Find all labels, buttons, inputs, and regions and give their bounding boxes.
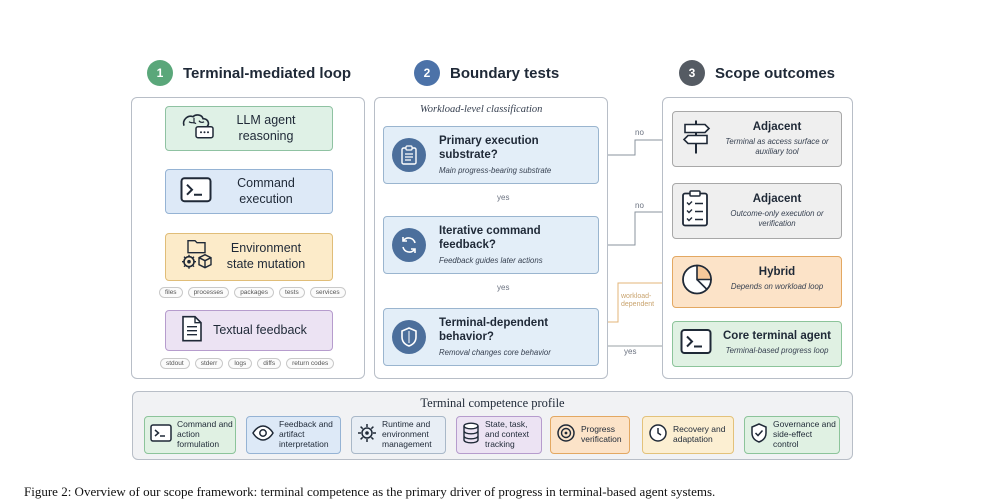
loop-step-label: LLM agent reasoning	[236, 112, 296, 143]
competence-label: Progress verification	[581, 424, 622, 444]
yes-label: yes	[497, 193, 510, 202]
tests-caption: Workload-level classification	[420, 104, 543, 115]
loop-step-reasoning: LLM agent reasoning	[165, 106, 333, 151]
competence-label: State, task, and context tracking	[485, 419, 529, 449]
clipboard-icon	[392, 138, 426, 172]
state-chip: packages	[234, 287, 275, 298]
no-label: no	[635, 201, 644, 210]
outcome-subtitle: Terminal-based progress loop	[725, 346, 829, 355]
outcome-title: Hybrid	[758, 266, 796, 278]
loop-step-label: Environment state mutation	[226, 241, 306, 271]
feedback-chip: stdout	[160, 358, 190, 369]
test-iterative-feedback: Iterative command feedback? Feedback gui…	[383, 216, 599, 274]
terminal-icon	[150, 423, 172, 447]
checklist-icon	[680, 190, 710, 233]
target-icon	[556, 423, 576, 448]
yes-label: yes	[497, 283, 510, 292]
loop-step-label: Command execution	[237, 175, 295, 206]
outcome-title: Adjacent	[752, 121, 802, 133]
test-terminal-dependent: Terminal-dependent behavior? Removal cha…	[383, 308, 599, 366]
test-title: Iterative command feedback?	[439, 225, 541, 251]
state-chip: processes	[187, 287, 230, 298]
header-loop: 1 Terminal-mediated loop	[147, 60, 351, 86]
test-subtitle: Main progress-bearing substrate	[439, 165, 552, 175]
outcome-adjacent-outcome-only: Adjacent Outcome-only execution or verif…	[672, 183, 842, 239]
gear-icon	[357, 423, 377, 448]
competence-label: Feedback and artifact interpretation	[279, 419, 333, 449]
state-chip: files	[159, 287, 183, 298]
cycle-icon	[392, 228, 426, 262]
test-subtitle: Removal changes core behavior	[439, 347, 551, 357]
loop-step-feedback: Textual feedback	[165, 310, 333, 351]
loop-step-label: Textual feedback	[213, 322, 307, 337]
pie-icon	[680, 263, 714, 302]
header-scope-outcomes: 3 Scope outcomes	[679, 60, 835, 86]
outcome-subtitle: Outcome-only execution or verification	[730, 209, 824, 228]
header-label: Boundary tests	[450, 64, 560, 82]
outcome-title: Core terminal agent	[723, 330, 831, 342]
competence-command: Command and action formulation	[144, 416, 236, 454]
shield-icon	[392, 320, 426, 354]
competence-state: State, task, and context tracking	[456, 416, 542, 454]
state-chip: tests	[279, 287, 305, 298]
competence-label: Governance and side-effect control	[773, 419, 836, 449]
outcome-hybrid: Hybrid Depends on workload loop	[672, 256, 842, 308]
clock-icon	[648, 423, 668, 448]
gears-box-icon	[180, 238, 214, 277]
competence-label: Runtime and environment management	[382, 419, 432, 449]
step-number-badge: 1	[147, 60, 173, 86]
terminal-icon	[680, 329, 712, 360]
header-label: Terminal-mediated loop	[183, 64, 352, 82]
profile-title: Terminal competence profile	[420, 396, 565, 410]
figure-caption: Figure 2: Overview of our scope framewor…	[24, 484, 716, 499]
outcome-subtitle: Terminal as access surface or auxiliary …	[725, 137, 829, 156]
competence-label: Command and action formulation	[177, 419, 233, 449]
signpost-icon	[680, 118, 712, 161]
competence-feedback: Feedback and artifact interpretation	[246, 416, 341, 454]
database-icon	[462, 422, 480, 449]
yes-label: yes	[624, 347, 637, 356]
competence-progress: Progress verification	[550, 416, 630, 454]
no-label: no	[635, 128, 644, 137]
header-label: Scope outcomes	[715, 64, 836, 82]
eye-icon	[252, 424, 274, 446]
test-title: Terminal-dependent behavior?	[439, 317, 549, 343]
workload-dependent-label: workload- dependent	[621, 293, 655, 309]
competence-runtime: Runtime and environment management	[351, 416, 446, 454]
step-number-badge: 2	[414, 60, 440, 86]
state-chips: files processes packages tests services	[159, 287, 346, 298]
outcome-subtitle: Depends on workload loop	[730, 282, 824, 291]
outcome-core-terminal-agent: Core terminal agent Terminal-based progr…	[672, 321, 842, 367]
step-number-badge: 3	[679, 60, 705, 86]
feedback-chip: stderr	[194, 358, 224, 369]
competence-label: Recovery and adaptation	[673, 424, 726, 444]
header-boundary-tests: 2 Boundary tests	[414, 60, 559, 86]
outcome-adjacent-access: Adjacent Terminal as access surface or a…	[672, 111, 842, 167]
document-icon	[180, 314, 204, 347]
test-primary-substrate: Primary execution substrate? Main progre…	[383, 126, 599, 184]
feedback-chips: stdout stderr logs diffs return codes	[160, 358, 335, 369]
competence-recovery: Recovery and adaptation	[642, 416, 734, 454]
feedback-chip: return codes	[286, 358, 335, 369]
outcome-title: Adjacent	[752, 193, 802, 205]
terminal-icon	[180, 176, 212, 207]
feedback-chip: logs	[228, 358, 253, 369]
competence-governance: Governance and side-effect control	[744, 416, 840, 454]
loop-step-command: Command execution	[165, 169, 333, 214]
test-title: Primary execution substrate?	[439, 135, 539, 161]
feedback-chip: diffs	[257, 358, 282, 369]
brain-chat-icon	[180, 111, 216, 146]
test-subtitle: Feedback guides later actions	[439, 255, 543, 265]
shield-check-icon	[750, 422, 768, 448]
loop-step-environment: Environment state mutation	[165, 233, 333, 281]
state-chip: services	[309, 287, 346, 298]
